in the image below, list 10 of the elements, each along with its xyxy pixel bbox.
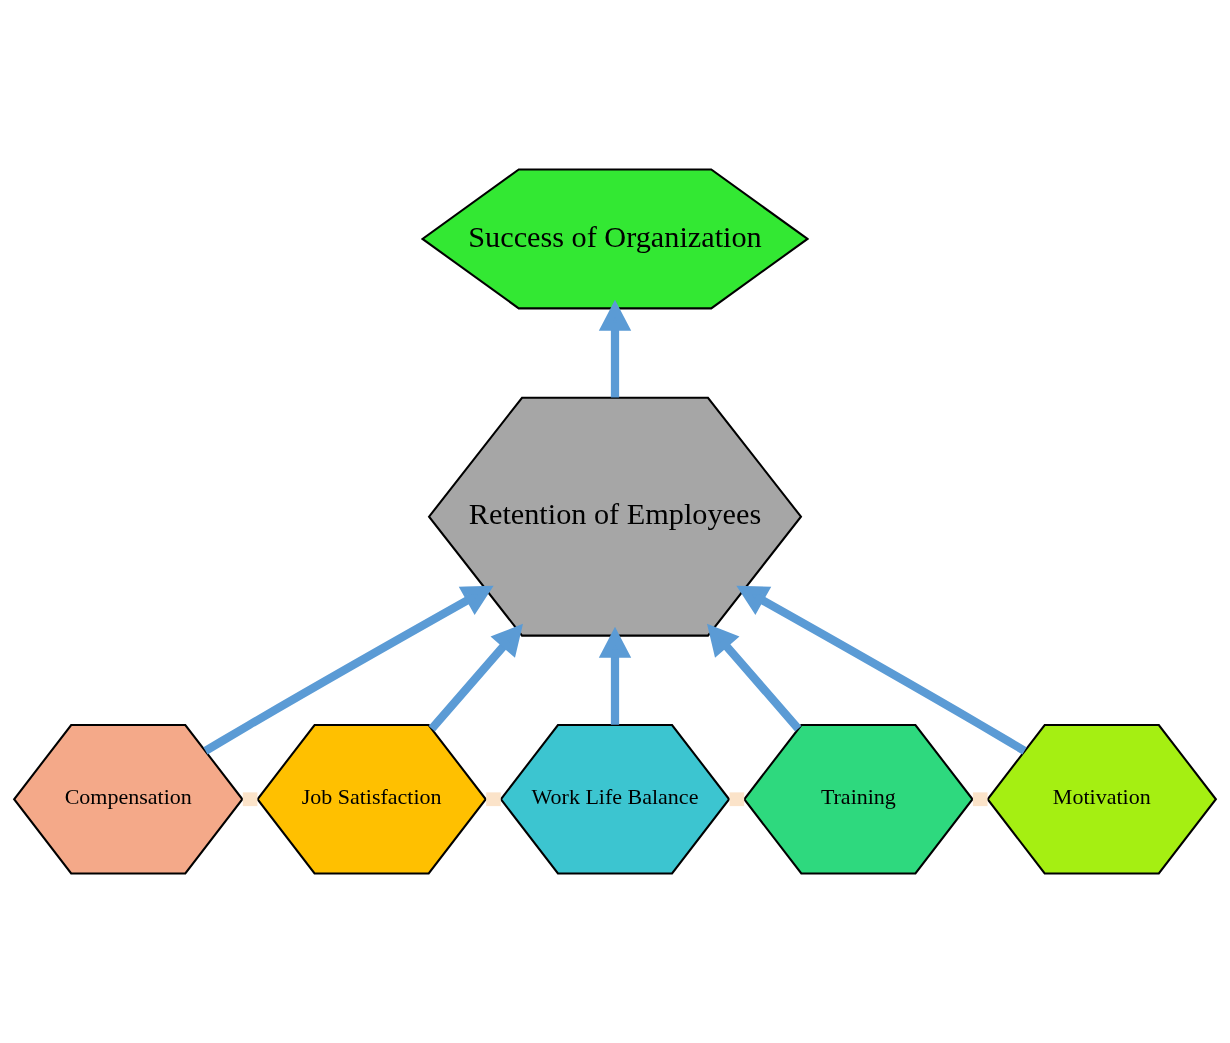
connector [972, 792, 988, 807]
arrow [598, 299, 632, 398]
arrow [428, 623, 523, 732]
arrow [203, 585, 494, 755]
connector [242, 792, 258, 807]
connector [486, 792, 501, 807]
connector [729, 792, 745, 807]
arrow [707, 623, 802, 732]
arrow [736, 585, 1027, 755]
arrow [598, 626, 632, 725]
